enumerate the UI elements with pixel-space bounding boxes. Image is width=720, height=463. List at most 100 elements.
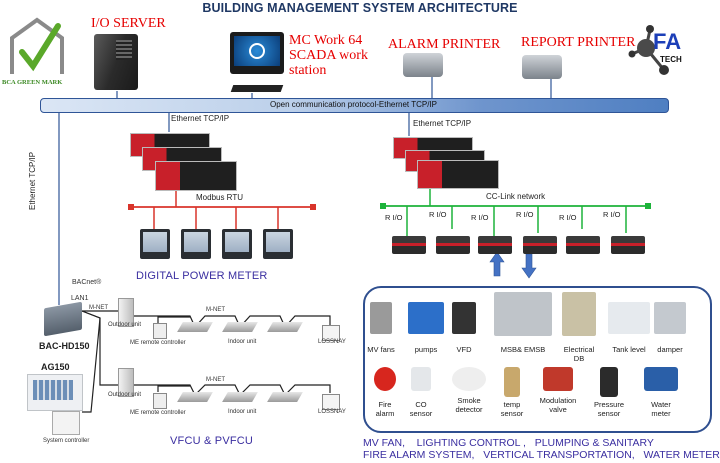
- ethernet-plc2-label: Ethernet TCP/IP: [413, 119, 472, 128]
- rio-label: R I/O: [429, 210, 447, 219]
- remote-io-module-icon[interactable]: [478, 236, 512, 254]
- ethernet-bus: [40, 98, 669, 113]
- power-meter-icon[interactable]: [140, 229, 170, 259]
- indoor-unit-icon[interactable]: [267, 322, 303, 332]
- rio-label: R I/O: [385, 213, 403, 222]
- report-printer-label: REPORT PRINTER: [521, 35, 636, 50]
- outdoor-unit-icon[interactable]: [118, 368, 134, 397]
- distribution-board-icon: [562, 292, 596, 336]
- field-device-label: Pressure sensor: [593, 400, 624, 418]
- scada-label-line1: MC Work 64: [289, 33, 363, 48]
- lan1-label: LAN1: [71, 295, 89, 302]
- power-meter-icon[interactable]: [222, 229, 252, 259]
- indoor-unit-icon[interactable]: [267, 392, 303, 402]
- scada-workstation-icon[interactable]: [230, 32, 284, 74]
- ag150-label: AG150: [41, 362, 70, 372]
- field-device-label: Modulation valve: [539, 396, 577, 414]
- remote-io-module-icon[interactable]: [523, 236, 557, 254]
- valve-icon: [543, 367, 573, 391]
- field-devices-panel: [363, 286, 712, 433]
- fa-tech-main-label: FA: [653, 29, 682, 54]
- indoor-unit-icon[interactable]: [177, 392, 213, 402]
- remote-io-module-icon[interactable]: [392, 236, 426, 254]
- io-server-label: I/O SERVER: [91, 16, 166, 31]
- indoor-unit-label: Indoor unit: [228, 339, 257, 345]
- ethernet-plc1-label: Ethernet TCP/IP: [171, 114, 230, 123]
- bac-hd150-label: BAC-HD150: [39, 341, 90, 351]
- green-mark-label: BCA GREEN MARK: [2, 79, 63, 86]
- fa-tech-logo: [628, 22, 674, 76]
- ag150-controller-icon[interactable]: [27, 374, 83, 411]
- field-device-label: Electrical DB: [563, 345, 595, 363]
- pump-icon: [408, 302, 444, 334]
- remote-io-module-icon[interactable]: [566, 236, 600, 254]
- lossnay-icon: [322, 325, 340, 341]
- scada-label-line2: SCADA work: [289, 48, 368, 63]
- meter-screen: [266, 232, 290, 252]
- remote-controller-label: ME remote controller: [130, 410, 186, 416]
- remote-controller-icon: [153, 393, 167, 409]
- ethernet-left-label: Ethernet TCP/IP: [28, 151, 37, 210]
- power-meter-icon[interactable]: [181, 229, 211, 259]
- alarm-printer-icon[interactable]: [403, 53, 443, 77]
- fire-alarm-icon: [374, 367, 396, 391]
- fa-tech-sub-label: TECH: [660, 55, 682, 64]
- keyboard-icon: [230, 85, 284, 92]
- meter-screen: [184, 232, 208, 252]
- mnet-row1-label: M-NET: [206, 307, 225, 313]
- indoor-unit-icon[interactable]: [222, 392, 258, 402]
- power-meter-caption: DIGITAL POWER METER: [136, 270, 268, 282]
- tank-icon: [608, 302, 650, 334]
- modbus-label: Modbus RTU: [196, 193, 243, 202]
- field-device-label: Water meter: [651, 400, 671, 418]
- systems-list-line1: MV FAN, LIGHTING CONTROL , PLUMPING & SA…: [363, 437, 654, 449]
- outdoor-unit-label: Outdoor unit: [108, 322, 142, 328]
- lossnay-icon: [322, 394, 340, 410]
- field-device-label: MSB& EMSB: [500, 345, 546, 354]
- rio-label: R I/O: [603, 210, 621, 219]
- scada-label-line3: station: [289, 63, 327, 78]
- field-device-label: CO sensor: [409, 400, 433, 418]
- io-server-icon[interactable]: [94, 34, 138, 90]
- system-controller-icon: [52, 411, 80, 435]
- rio-label: R I/O: [471, 213, 489, 222]
- vfd-icon: [452, 302, 476, 334]
- bacnet-label: BACnet®: [72, 279, 102, 286]
- smoke-detector-icon: [452, 367, 486, 391]
- rio-label: R I/O: [559, 213, 577, 222]
- plc-module-icon[interactable]: [155, 161, 237, 191]
- system-controller-label: System controller: [43, 438, 90, 444]
- remote-io-module-icon[interactable]: [611, 236, 645, 254]
- power-meter-icon[interactable]: [263, 229, 293, 259]
- indoor-unit-label: Indoor unit: [228, 409, 257, 415]
- field-device-label: damper: [657, 345, 683, 354]
- water-meter-icon: [644, 367, 678, 391]
- report-printer-icon[interactable]: [522, 55, 562, 79]
- house-check-icon: [10, 17, 64, 74]
- indoor-unit-icon[interactable]: [222, 322, 258, 332]
- remote-controller-label: ME remote controller: [130, 340, 186, 346]
- diagram-title: BUILDING MANAGEMENT SYSTEM ARCHITECTURE: [202, 1, 518, 15]
- field-device-label: Fire alarm: [375, 400, 395, 418]
- meter-screen: [143, 232, 167, 252]
- ethernet-bus-label: Open communication protocol-Ethernet TCP…: [269, 100, 438, 109]
- outdoor-unit-icon[interactable]: [118, 298, 134, 327]
- meter-screen: [225, 232, 249, 252]
- alarm-printer-label: ALARM PRINTER: [388, 37, 501, 52]
- molecule-icon: [628, 25, 669, 75]
- systems-list-line2: FIRE ALARM SYSTEM, VERTICAL TRANSPORTATI…: [363, 449, 720, 461]
- indoor-unit-icon[interactable]: [177, 322, 213, 332]
- field-device-label: pumps: [414, 345, 438, 354]
- pressure-sensor-icon: [600, 367, 618, 397]
- mnet-row2-label: M-NET: [206, 377, 225, 383]
- temp-sensor-icon: [504, 367, 520, 397]
- field-device-label: Tank level: [612, 345, 646, 354]
- plc-module-icon[interactable]: [417, 160, 499, 189]
- mnet-main-label: M-NET: [89, 305, 108, 311]
- outdoor-unit-label: Outdoor unit: [108, 392, 142, 398]
- field-device-label: Smoke detector: [455, 396, 483, 414]
- field-device-label: MV fans: [367, 345, 395, 354]
- remote-io-module-icon[interactable]: [436, 236, 470, 254]
- hvac-caption: VFCU & PVFCU: [170, 435, 254, 447]
